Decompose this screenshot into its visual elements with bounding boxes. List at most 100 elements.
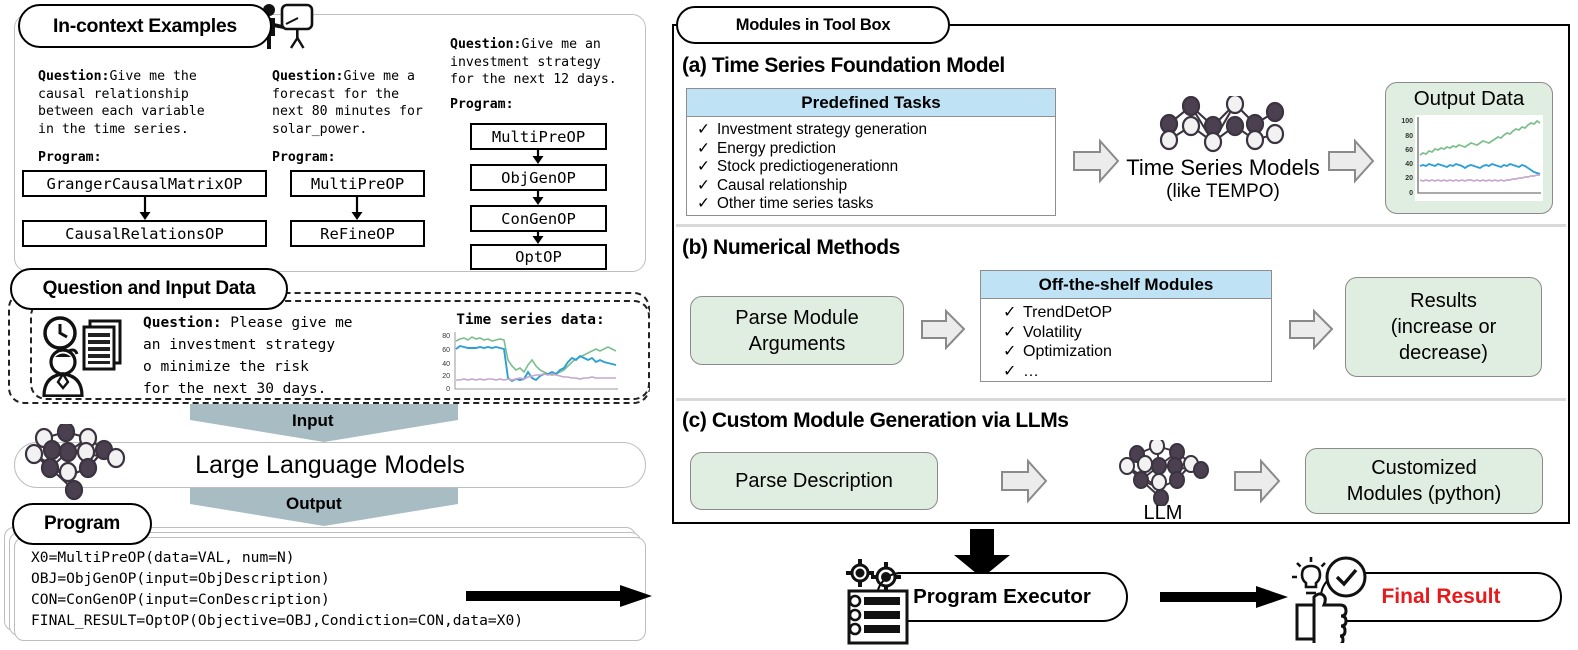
- section-c-title: (c) Custom Module Generation via LLMs: [682, 409, 1069, 432]
- program-executor-pill[interactable]: Program Executor: [876, 572, 1128, 622]
- user-clock-document-icon: [38, 315, 130, 397]
- predefined-tasks-item-label: Causal relationship: [717, 176, 848, 194]
- example-2-op-0[interactable]: MultiPreOP: [290, 170, 425, 197]
- final-result-label: Final Result: [1381, 585, 1501, 608]
- user-question-text: Please give me an investment strategy o …: [143, 315, 353, 397]
- section-b-arrow-2-icon: [1288, 308, 1334, 352]
- results-line1: Results: [1410, 290, 1477, 312]
- predefined-tasks-item[interactable]: ✓ Energy prediction: [697, 140, 1055, 159]
- llm-icon-label: LLM: [1143, 502, 1183, 524]
- check-icon: ✓: [697, 176, 710, 194]
- predefined-tasks-table: Predefined Tasks ✓Investment strategy ge…: [686, 88, 1056, 216]
- example-2-arrow-0: [348, 197, 366, 221]
- section-a-title: (a) Time Series Foundation Model: [682, 54, 1005, 77]
- program-line-3: FINAL_RESULT=OptOP(Objective=OBJ,Condict…: [31, 612, 524, 629]
- program-line-1: OBJ=ObjGenOP(input=ObjDescription): [31, 570, 330, 587]
- predefined-tasks-item[interactable]: ✓Investment strategy generation: [697, 121, 1055, 140]
- toolbox-to-executor-arrow-icon: [948, 529, 1016, 579]
- off-the-shelf-modules-header: Off-the-shelf Modules: [981, 271, 1271, 299]
- svg-text:100: 100: [1401, 118, 1413, 125]
- example-3-question-prefix: Question:: [450, 37, 522, 52]
- time-series-models-label-line2: (like TEMPO): [1166, 181, 1280, 202]
- example-1-program-prefix-wrap: Program:: [38, 149, 102, 167]
- program-executor-label: Program Executor: [913, 585, 1091, 608]
- results-line3: decrease): [1399, 342, 1488, 364]
- large-language-models-label: Large Language Models: [195, 450, 465, 479]
- off-the-shelf-modules-item[interactable]: ✓ Volatility: [1003, 323, 1271, 343]
- llm-network-icon: [1115, 440, 1211, 506]
- svg-text:80: 80: [442, 333, 450, 340]
- section-a-arrow-1-icon: [1072, 138, 1120, 184]
- section-c-arrow-1-icon: [1000, 458, 1048, 504]
- section-b-title: (b) Numerical Methods: [682, 236, 900, 259]
- parse-description-line1: Parse Description: [735, 469, 893, 492]
- output-data-plot: 100 80 60 40 20 0: [1401, 115, 1543, 201]
- question-input-label: Question and Input Data: [42, 278, 256, 299]
- time-series-models-label-line1: Time Series Models: [1126, 155, 1320, 180]
- svg-text:60: 60: [1405, 147, 1413, 154]
- check-icon: ✓: [1003, 323, 1017, 341]
- program-to-executor-arrow-icon: [466, 585, 652, 607]
- example-1-op-1[interactable]: CausalRelationsOP: [22, 220, 267, 247]
- program-line-2: CON=ConGenOP(input=ConDescription): [31, 591, 330, 608]
- example-2-question-text: Give me a forecast for the next 80 minut…: [272, 69, 423, 137]
- predefined-tasks-list: ✓Investment strategy generation ✓Energy …: [687, 117, 1055, 216]
- off-the-shelf-modules-item[interactable]: ✓ Optimization: [1003, 342, 1271, 362]
- predefined-tasks-item[interactable]: ✓Stock predictiogenerationn: [697, 158, 1055, 177]
- check-icon: ✓: [697, 139, 710, 157]
- results-line2: (increase or: [1390, 316, 1497, 338]
- example-1-op-1-label: CausalRelationsOP: [65, 224, 224, 243]
- predefined-tasks-header: Predefined Tasks: [687, 89, 1055, 117]
- customized-modules-box: Customized Modules (python): [1305, 448, 1543, 514]
- check-icon: ✓: [1003, 343, 1017, 360]
- predefined-tasks-item[interactable]: ✓ Causal relationship: [697, 177, 1055, 196]
- parse-description-box: Parse Description: [690, 452, 938, 510]
- predefined-tasks-item-label: Other time series tasks: [717, 195, 874, 213]
- example-3-op-3-label: OptOP: [515, 248, 562, 266]
- parse-module-arguments-box: Parse Module Arguments: [690, 296, 904, 365]
- example-3-program-prefix-wrap: Program:: [450, 96, 514, 114]
- example-2-question-prefix: Question:: [272, 69, 344, 84]
- clipboard-gears-icon: [840, 553, 926, 645]
- example-2-op-1[interactable]: ReFineOP: [290, 220, 425, 247]
- off-the-shelf-modules-item-label: …: [1023, 362, 1039, 380]
- off-the-shelf-modules-item[interactable]: ✓…: [1003, 362, 1271, 382]
- final-result-pill[interactable]: Final Result: [1320, 572, 1562, 622]
- example-1-question: Question:Give me the causal relationship…: [38, 68, 268, 138]
- parse-module-arguments-line2: Arguments: [748, 332, 846, 355]
- example-3-op-2-label: ConGenOP: [501, 209, 576, 228]
- example-3-op-3[interactable]: OptOP: [470, 244, 607, 270]
- output-chevron-label: Output: [286, 494, 342, 513]
- example-3-op-0[interactable]: MultiPreOP: [470, 123, 607, 150]
- example-2-op-1-label: ReFineOP: [320, 224, 395, 243]
- example-1-op-0[interactable]: GrangerCausalMatrixOP: [22, 170, 267, 197]
- output-data-title: Output Data: [1413, 87, 1525, 110]
- svg-text:20: 20: [1405, 175, 1413, 182]
- time-series-network-icon: [1155, 96, 1285, 156]
- input-time-series-plot: 80 60 40 20 0: [442, 332, 618, 393]
- off-the-shelf-modules-item[interactable]: ✓TrendDetOP: [1003, 303, 1271, 323]
- thumbs-up-check-icon: [1288, 553, 1370, 643]
- predefined-tasks-item[interactable]: ✓ Other time series tasks: [697, 195, 1055, 214]
- program-label: Program: [43, 513, 121, 534]
- predefined-tasks-item-label: Investment strategy generation: [717, 121, 928, 138]
- input-time-series-chart-title: Time series data:: [456, 312, 605, 328]
- parse-module-arguments-line1: Parse Module: [735, 306, 859, 329]
- example-3-op-2[interactable]: ConGenOP: [470, 205, 607, 232]
- example-2-program-prefix-wrap: Program:: [272, 149, 336, 167]
- off-the-shelf-modules-table: Off-the-shelf Modules ✓TrendDetOP ✓ Volat…: [980, 270, 1272, 382]
- example-2-op-0-label: MultiPreOP: [310, 174, 405, 193]
- section-a-divider: [676, 224, 1566, 227]
- example-3-question: Question:Give me an investment strategy …: [450, 36, 650, 89]
- example-3-op-1[interactable]: ObjGenOP: [470, 164, 607, 191]
- off-the-shelf-modules-item-label: Optimization: [1023, 343, 1112, 360]
- executor-to-result-arrow-icon: [1160, 586, 1288, 608]
- check-icon: ✓: [697, 195, 710, 213]
- example-3-arrow-2: [529, 231, 547, 247]
- section-c-arrow-2-icon: [1233, 458, 1281, 504]
- example-3-arrow-1: [529, 190, 547, 208]
- predefined-tasks-item-label: Energy prediction: [717, 139, 837, 157]
- off-the-shelf-modules-item-label: Volatility: [1023, 323, 1082, 341]
- user-question-text-wrap: Question: Please give me an investment s…: [143, 312, 408, 400]
